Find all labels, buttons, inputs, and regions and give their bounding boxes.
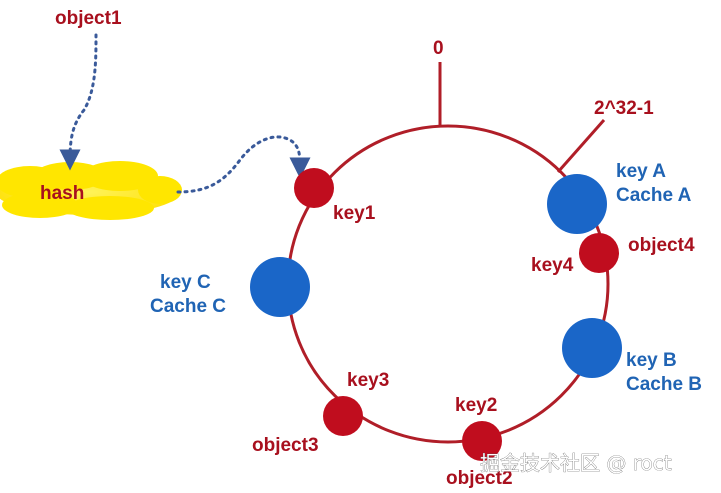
cache-c-label: Cache C — [150, 296, 226, 317]
key-c-label: key C — [160, 272, 211, 293]
cache-c-node — [250, 257, 310, 317]
cache-a-node — [547, 174, 607, 234]
hash-cloud — [0, 161, 182, 220]
watermark: 掘金技术社区 @ roct — [480, 451, 672, 475]
hash-ring — [286, 124, 610, 444]
object2-label: object2 — [446, 468, 513, 489]
cache-a-label: Cache A — [616, 185, 692, 206]
cache-b-node — [562, 318, 622, 378]
zero-label: 0 — [433, 38, 444, 59]
key3-node — [323, 396, 363, 436]
object4-label: object4 — [628, 235, 695, 256]
key4-node — [579, 233, 619, 273]
max-marker-line — [556, 119, 606, 173]
hash-to-key1-arrow — [176, 135, 311, 194]
hash-label: hash — [40, 183, 84, 204]
key-b-label: key B — [626, 350, 677, 371]
object1-label: object1 — [55, 8, 122, 29]
cache-b-label: Cache B — [626, 374, 702, 395]
key1-node — [294, 168, 334, 208]
key3-label: key3 — [347, 370, 389, 391]
key1-label: key1 — [333, 203, 376, 224]
object1-to-hash-arrow — [59, 33, 98, 171]
key2-node — [462, 421, 502, 461]
key2-label: key2 — [455, 395, 497, 416]
max-label: 2^32-1 — [594, 98, 654, 119]
object3-label: object3 — [252, 435, 319, 456]
key4-label: key4 — [531, 255, 574, 276]
key-a-label: key A — [616, 161, 666, 182]
